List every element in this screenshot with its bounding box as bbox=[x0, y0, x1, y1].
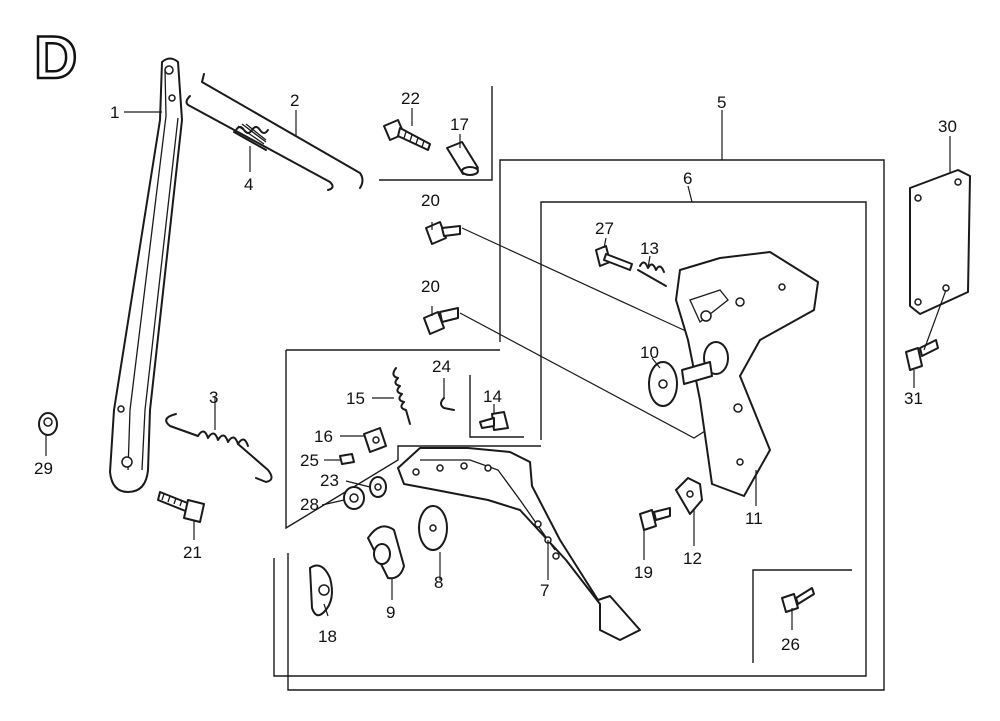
callout-12: 12 bbox=[683, 549, 702, 568]
callout-30: 30 bbox=[938, 117, 957, 136]
callout-29: 29 bbox=[34, 459, 53, 478]
part-20-bolt-upper bbox=[425, 221, 461, 245]
callout-24: 24 bbox=[432, 357, 451, 376]
part-18-wing-nut bbox=[309, 564, 333, 617]
callout-6: 6 bbox=[683, 169, 692, 188]
callout-17: 17 bbox=[450, 115, 469, 134]
part-21-bolt bbox=[157, 491, 205, 523]
callout-4: 4 bbox=[244, 175, 253, 194]
callout-16: 16 bbox=[314, 427, 333, 446]
part-16-collar bbox=[363, 427, 387, 453]
part-10-washer bbox=[648, 361, 713, 407]
part-24-clip bbox=[440, 397, 455, 411]
part-9-cam bbox=[367, 525, 405, 580]
callout-31: 31 bbox=[904, 389, 923, 408]
callout-13: 13 bbox=[640, 239, 659, 258]
callout-26: 26 bbox=[781, 635, 800, 654]
frame-part-26 bbox=[752, 569, 852, 663]
callout-10: 10 bbox=[640, 343, 659, 362]
callout-14: 14 bbox=[483, 387, 502, 406]
part-4-spring bbox=[233, 123, 269, 151]
leader-lines bbox=[45, 108, 951, 630]
part-12-clip bbox=[675, 477, 703, 515]
callout-18: 18 bbox=[318, 627, 337, 646]
callout-25: 25 bbox=[300, 451, 319, 470]
callout-27: 27 bbox=[595, 219, 614, 238]
callout-20-lower: 20 bbox=[421, 277, 440, 296]
callout-1: 1 bbox=[110, 103, 119, 122]
part-2-rod bbox=[185, 73, 364, 191]
part-31-bolt bbox=[905, 339, 939, 371]
part-25-screw bbox=[339, 453, 355, 465]
part-14-screw bbox=[479, 411, 509, 431]
callout-20-upper: 20 bbox=[421, 191, 440, 210]
part-8-disk bbox=[418, 505, 448, 551]
part-20-bolt-lower bbox=[423, 307, 459, 335]
part-3-spring bbox=[165, 413, 273, 483]
part-19-bolt bbox=[639, 507, 671, 531]
callout-8: 8 bbox=[434, 573, 443, 592]
callout-9: 9 bbox=[386, 603, 395, 622]
part-1-lever-arm bbox=[109, 57, 183, 493]
callout-19: 19 bbox=[634, 563, 653, 582]
part-15-spring bbox=[392, 367, 411, 425]
callout-5: 5 bbox=[717, 93, 726, 112]
part-22-bolt bbox=[383, 119, 431, 151]
frame-part-22-17 bbox=[379, 86, 493, 181]
callout-7: 7 bbox=[540, 581, 549, 600]
section-letter: D bbox=[34, 24, 77, 91]
frame-part-5 bbox=[287, 159, 885, 691]
callout-21: 21 bbox=[183, 543, 202, 562]
part-13-spring bbox=[637, 261, 667, 287]
frame-part-14 bbox=[469, 375, 524, 438]
part-23-washer bbox=[369, 476, 387, 498]
callout-23: 23 bbox=[320, 471, 339, 490]
part-28-nut bbox=[343, 486, 365, 510]
callout-labels: 1 2 3 4 5 6 7 8 9 10 11 12 13 14 15 16 1… bbox=[34, 89, 957, 654]
assembly-frames bbox=[273, 86, 885, 691]
part-17-collar bbox=[446, 141, 479, 176]
callout-11: 11 bbox=[745, 509, 763, 528]
callout-28: 28 bbox=[300, 495, 319, 514]
frame-part-6 bbox=[273, 201, 867, 677]
part-29-nut bbox=[38, 412, 58, 436]
callout-2: 2 bbox=[290, 91, 299, 110]
part-11-plate bbox=[675, 251, 819, 497]
callout-3: 3 bbox=[209, 388, 218, 407]
part-26-bolt bbox=[781, 587, 815, 613]
part-7-bracket bbox=[397, 447, 641, 641]
frame-part-15-group bbox=[285, 350, 541, 530]
callout-15: 15 bbox=[346, 389, 365, 408]
callout-22: 22 bbox=[401, 89, 420, 108]
part-30-cover bbox=[909, 169, 971, 315]
part-27-bolt bbox=[595, 245, 633, 271]
